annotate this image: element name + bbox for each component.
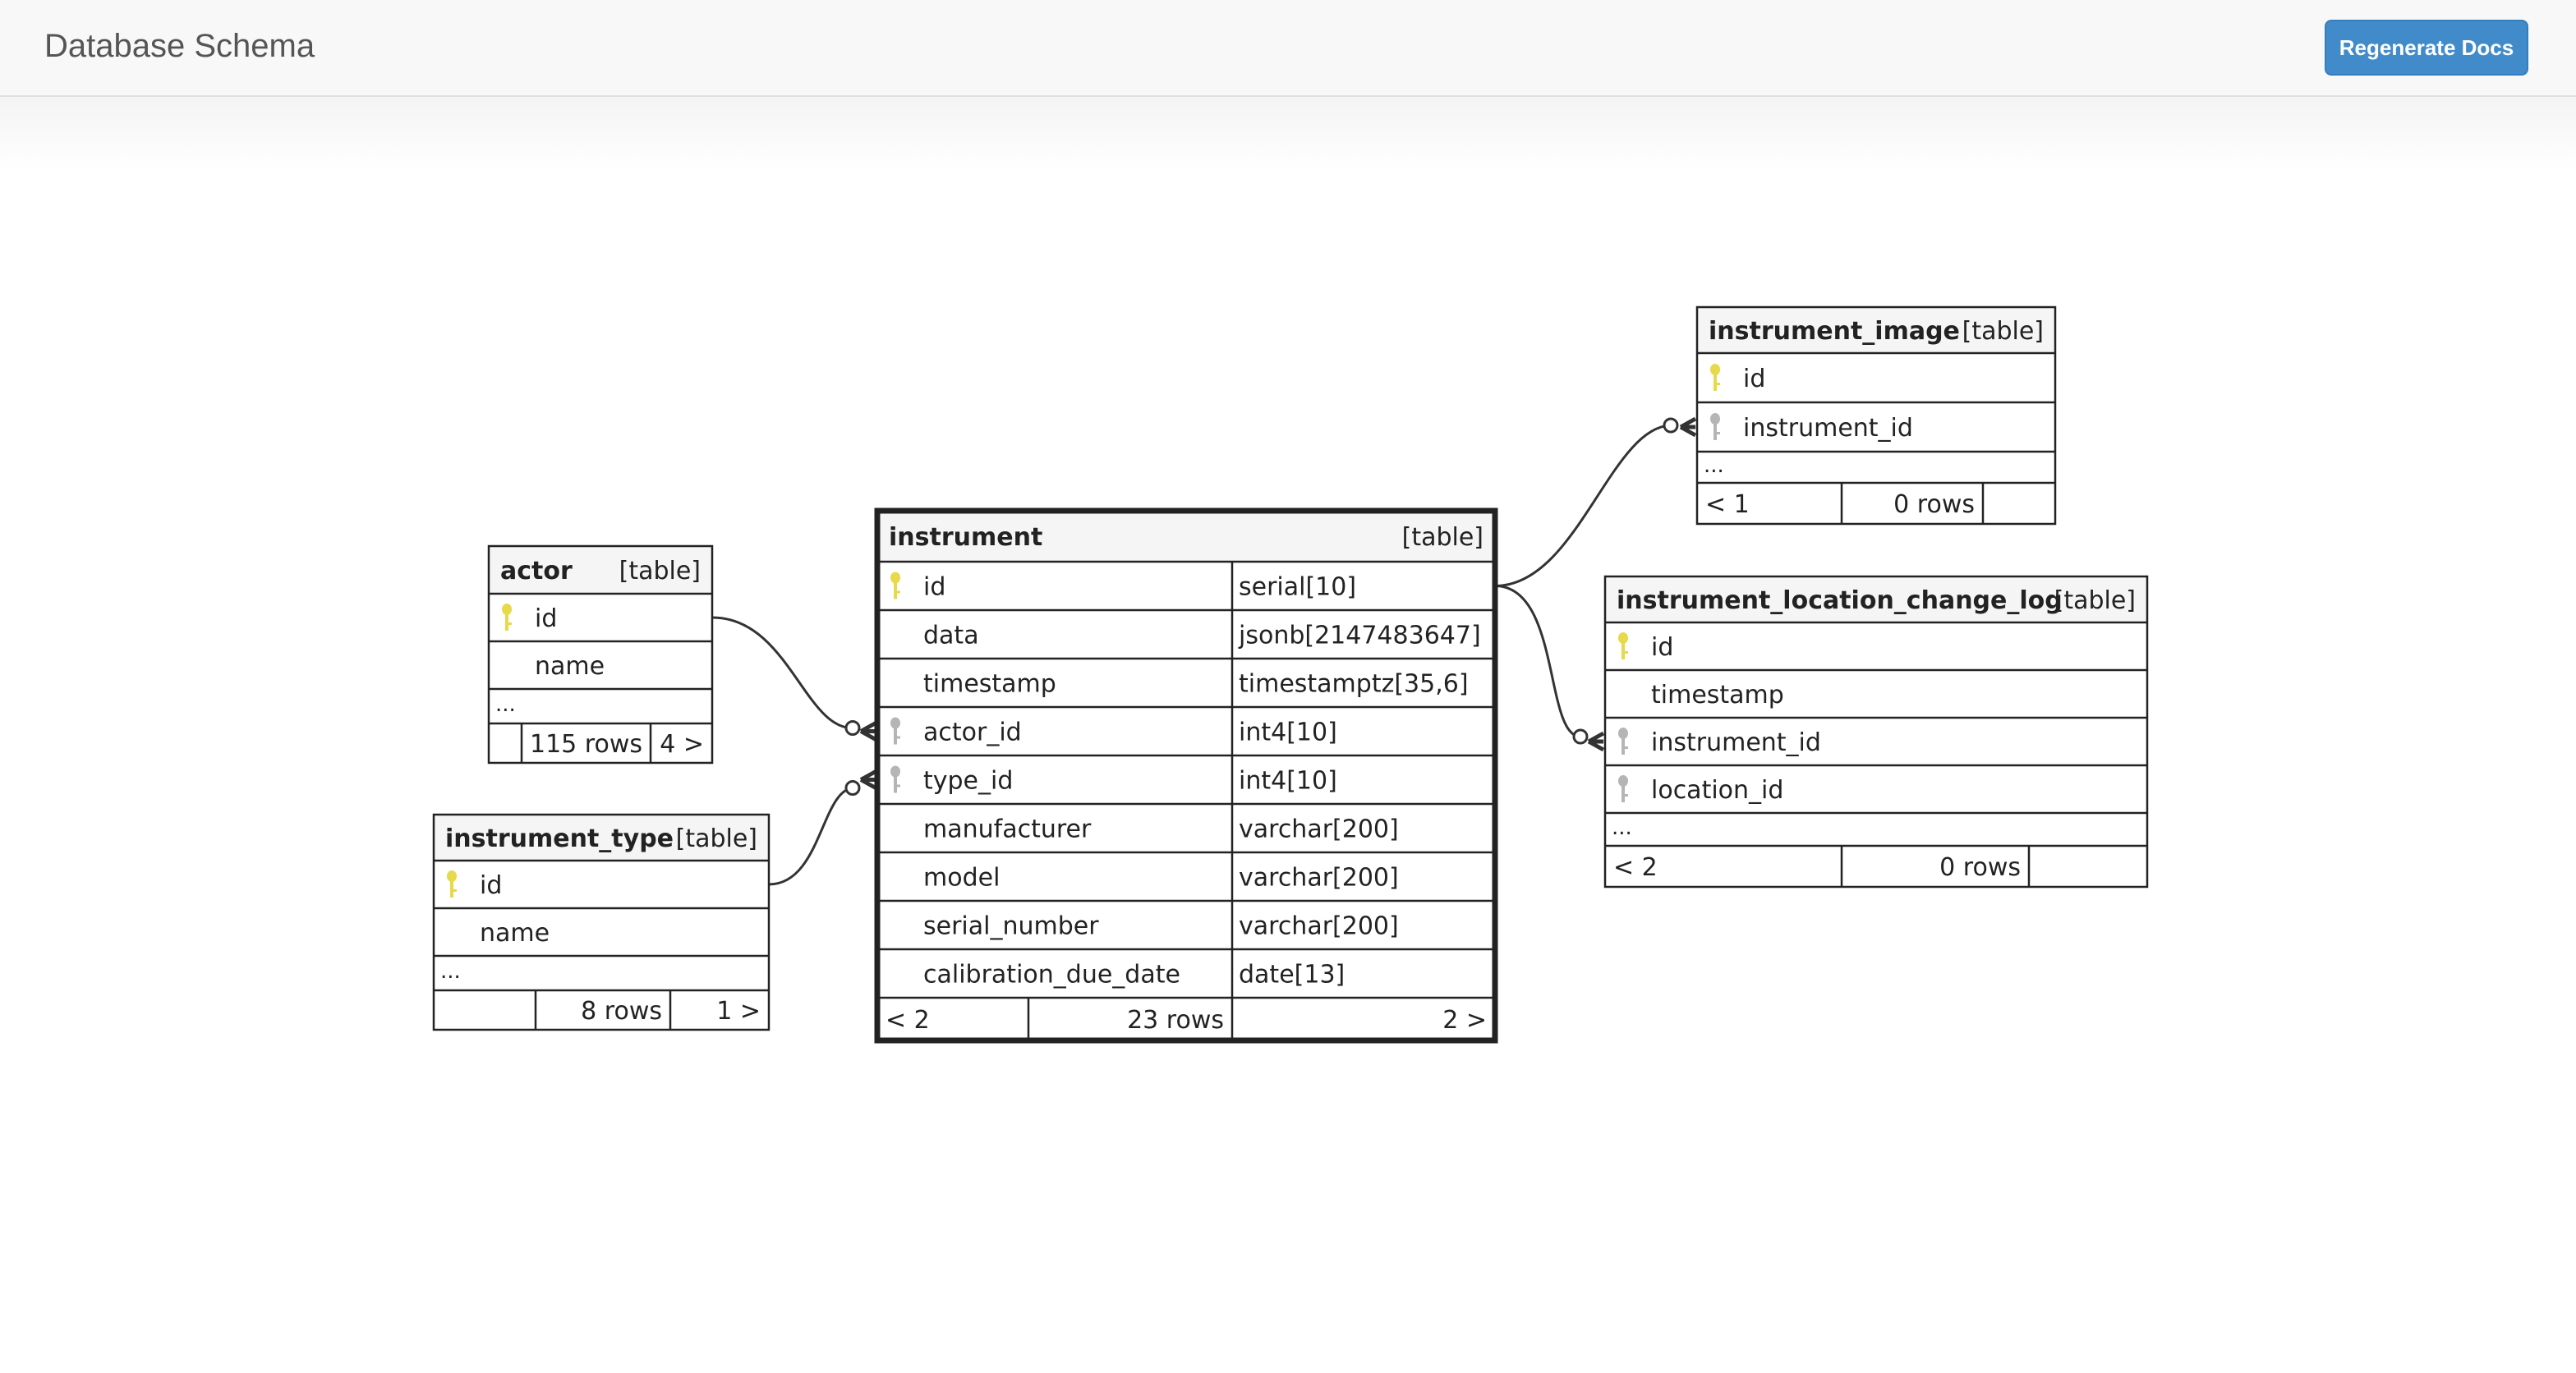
row-count: 23 rows	[1127, 1006, 1224, 1035]
row-count: 115 rows	[530, 730, 642, 759]
column-name: timestamp	[923, 670, 1056, 699]
column-type: int4[10]	[1239, 767, 1337, 796]
column-name: id	[923, 573, 945, 602]
column-name: id	[480, 871, 502, 900]
row-count: 8 rows	[581, 997, 662, 1026]
column-name: id	[535, 604, 557, 633]
next-table-count: 2 >	[1442, 1006, 1487, 1035]
table-body	[877, 511, 1495, 1040]
column-type: varchar[200]	[1239, 815, 1399, 844]
table-actor: actor [table] id name... 115 rows 4 >	[487, 544, 714, 765]
column-name: serial_number	[923, 912, 1099, 941]
relation-crowfoot-marker	[1587, 731, 1605, 752]
table-border	[487, 544, 714, 765]
table-kind: [table]	[676, 824, 757, 853]
tables-layer: actor [table] id name... 115 rows 4 > instrume…	[432, 305, 2149, 1044]
relation-line	[1494, 424, 1672, 587]
column-type: serial[10]	[1239, 573, 1356, 602]
next-table-count: 1 >	[716, 997, 761, 1026]
relation-crowfoot-marker	[859, 769, 877, 790]
table-kind: [table]	[619, 557, 701, 585]
column-name: calibration_due_date	[923, 961, 1180, 990]
table-body	[1605, 576, 2147, 887]
table-border	[874, 507, 1498, 1044]
column-name: id	[1743, 365, 1765, 393]
table-border	[432, 813, 770, 1031]
column-name: model	[923, 864, 1000, 893]
more-columns-ellipsis: ...	[1704, 453, 1724, 478]
more-columns-ellipsis: ...	[440, 959, 461, 984]
table-header-bg	[1697, 307, 2055, 353]
relation-optional-marker	[844, 720, 861, 736]
table-header-bg	[1605, 576, 2147, 622]
column-name: name	[535, 652, 605, 681]
relation-line	[711, 616, 855, 730]
column-type: varchar[200]	[1239, 912, 1399, 941]
row-count: 0 rows	[1893, 490, 1975, 519]
more-columns-ellipsis: ...	[1612, 815, 1632, 840]
column-name: actor_id	[923, 719, 1022, 747]
table-kind: [table]	[1402, 523, 1484, 552]
relation-optional-marker	[844, 780, 861, 796]
column-name: timestamp	[1651, 681, 1784, 709]
column-name: instrument_id	[1651, 728, 1821, 757]
more-columns-ellipsis: ...	[495, 692, 516, 717]
column-name: instrument_id	[1743, 414, 1913, 443]
table-border	[1603, 575, 2149, 889]
top-navbar: Database Schema Regenerate Docs	[0, 0, 2576, 97]
table-border	[1695, 305, 2057, 526]
row-count: 0 rows	[1939, 853, 2021, 882]
relation-line	[1494, 585, 1581, 738]
table-instrument-type: instrument_type[table] id name... 8 rows 1 >	[432, 813, 770, 1031]
relation-optional-marker	[1663, 417, 1679, 434]
relations-layer	[711, 416, 1697, 886]
column-name: name	[480, 919, 550, 948]
header-shadow	[0, 97, 2576, 171]
column-type: date[13]	[1239, 961, 1345, 990]
column-type: jsonb[2147483647]	[1238, 622, 1481, 650]
table-header-bg	[434, 815, 769, 861]
column-name: location_id	[1651, 776, 1783, 805]
relation-crowfoot-marker	[859, 721, 877, 742]
table-instrument-location-change-log: instrument_location_change_log[table] id t…	[1603, 575, 2149, 889]
column-name: manufacturer	[923, 815, 1092, 844]
table-name: actor	[500, 557, 573, 585]
table-header-bg	[489, 546, 712, 594]
table-header-bg	[877, 511, 1495, 562]
column-type: int4[10]	[1239, 719, 1337, 747]
page-title: Database Schema	[44, 28, 315, 64]
table-kind: [table]	[1962, 317, 2044, 346]
table-kind: [table]	[2054, 586, 2136, 615]
column-name: type_id	[923, 767, 1013, 796]
table-name: instrument_type	[445, 824, 674, 853]
previous-table-count: < 2	[1613, 853, 1658, 882]
table-instrument-image: instrument_image[table] id instrument_id..…	[1695, 305, 2057, 526]
table-name: instrument_image	[1709, 317, 1960, 346]
relation-line	[768, 787, 855, 886]
previous-table-count: < 1	[1705, 490, 1750, 519]
table-name: instrument_location_change_log	[1617, 586, 2063, 615]
relation-optional-marker	[1572, 728, 1589, 745]
column-name: data	[923, 622, 979, 650]
table-name: instrument	[889, 523, 1042, 552]
column-type: timestamptz[35,6]	[1239, 670, 1469, 699]
column-type: varchar[200]	[1239, 864, 1399, 893]
table-instrument: instrument [table] id serial[10] data jsonb[2…	[874, 507, 1498, 1044]
column-name: id	[1651, 633, 1673, 662]
relation-crowfoot-marker	[1679, 416, 1697, 438]
previous-table-count: < 2	[886, 1006, 930, 1035]
next-table-count: 4 >	[660, 730, 704, 759]
regenerate-docs-button[interactable]: Regenerate Docs	[2325, 20, 2528, 76]
